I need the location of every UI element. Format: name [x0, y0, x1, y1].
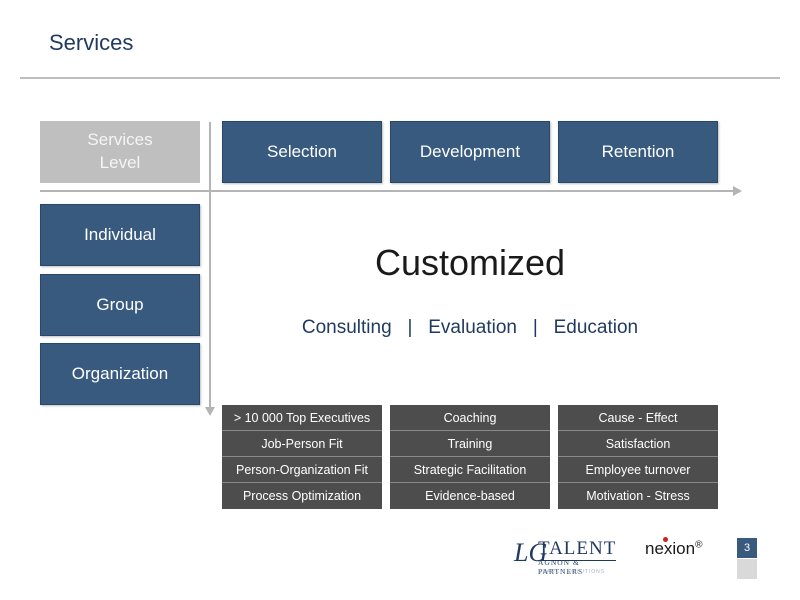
- nexion-wordmark: nexion: [645, 539, 696, 558]
- selection-list: > 10 000 Top Executives Job-Person Fit P…: [222, 405, 382, 509]
- list-item: > 10 000 Top Executives: [222, 405, 382, 431]
- column-development: Development: [390, 121, 550, 183]
- page-number: 3: [737, 538, 757, 558]
- list-item: Satisfaction: [558, 431, 718, 457]
- development-list: Coaching Training Strategic Facilitation…: [390, 405, 550, 509]
- list-item: Person-Organization Fit: [222, 457, 382, 483]
- corner-label-line-1: Services: [87, 130, 153, 150]
- vertical-axis: [209, 122, 211, 410]
- page-number-decoration: [737, 559, 757, 579]
- talent-tagline: SEARCH SOLUTIONS: [538, 569, 606, 575]
- retention-list: Cause - Effect Satisfaction Employee tur…: [558, 405, 718, 509]
- list-item: Job-Person Fit: [222, 431, 382, 457]
- column-retention: Retention: [558, 121, 718, 183]
- list-item: Strategic Facilitation: [390, 457, 550, 483]
- list-item: Training: [390, 431, 550, 457]
- column-selection: Selection: [222, 121, 382, 183]
- arrow-right-icon: [733, 186, 742, 196]
- nexion-logo: nexion®: [645, 537, 703, 559]
- corner-label-line-2: Level: [99, 153, 141, 172]
- level-group: Group: [40, 274, 200, 336]
- talent-wordmark: TALENT: [538, 538, 617, 561]
- nexion-dot-icon: [663, 537, 668, 542]
- services-level-corner: Services Level: [40, 121, 200, 183]
- horizontal-axis: [40, 190, 740, 192]
- list-item: Evidence-based: [425, 489, 515, 503]
- headline-customized: Customized: [374, 242, 566, 283]
- page-title: Services: [49, 30, 134, 55]
- arrow-down-icon: [205, 407, 215, 416]
- level-organization: Organization: [40, 343, 200, 405]
- title-divider: [20, 77, 780, 79]
- registered-mark: ®: [695, 539, 703, 551]
- lg-talent-logo: LG TALENT AGNON & PARTNERS SEARCH SOLUTI…: [514, 538, 622, 576]
- list-item: Coaching: [390, 405, 550, 431]
- talent-partners-text: AGNON & PARTNERS: [538, 558, 584, 576]
- list-item: Process Optimization: [242, 489, 362, 503]
- service-modes-line: Consulting | Evaluation | Education: [301, 317, 639, 338]
- level-individual: Individual: [40, 204, 200, 266]
- lg-monogram: LG: [514, 538, 548, 567]
- list-item: Cause - Effect: [558, 405, 718, 431]
- list-item: Motivation - Stress: [586, 489, 690, 503]
- list-item: Employee turnover: [558, 457, 718, 483]
